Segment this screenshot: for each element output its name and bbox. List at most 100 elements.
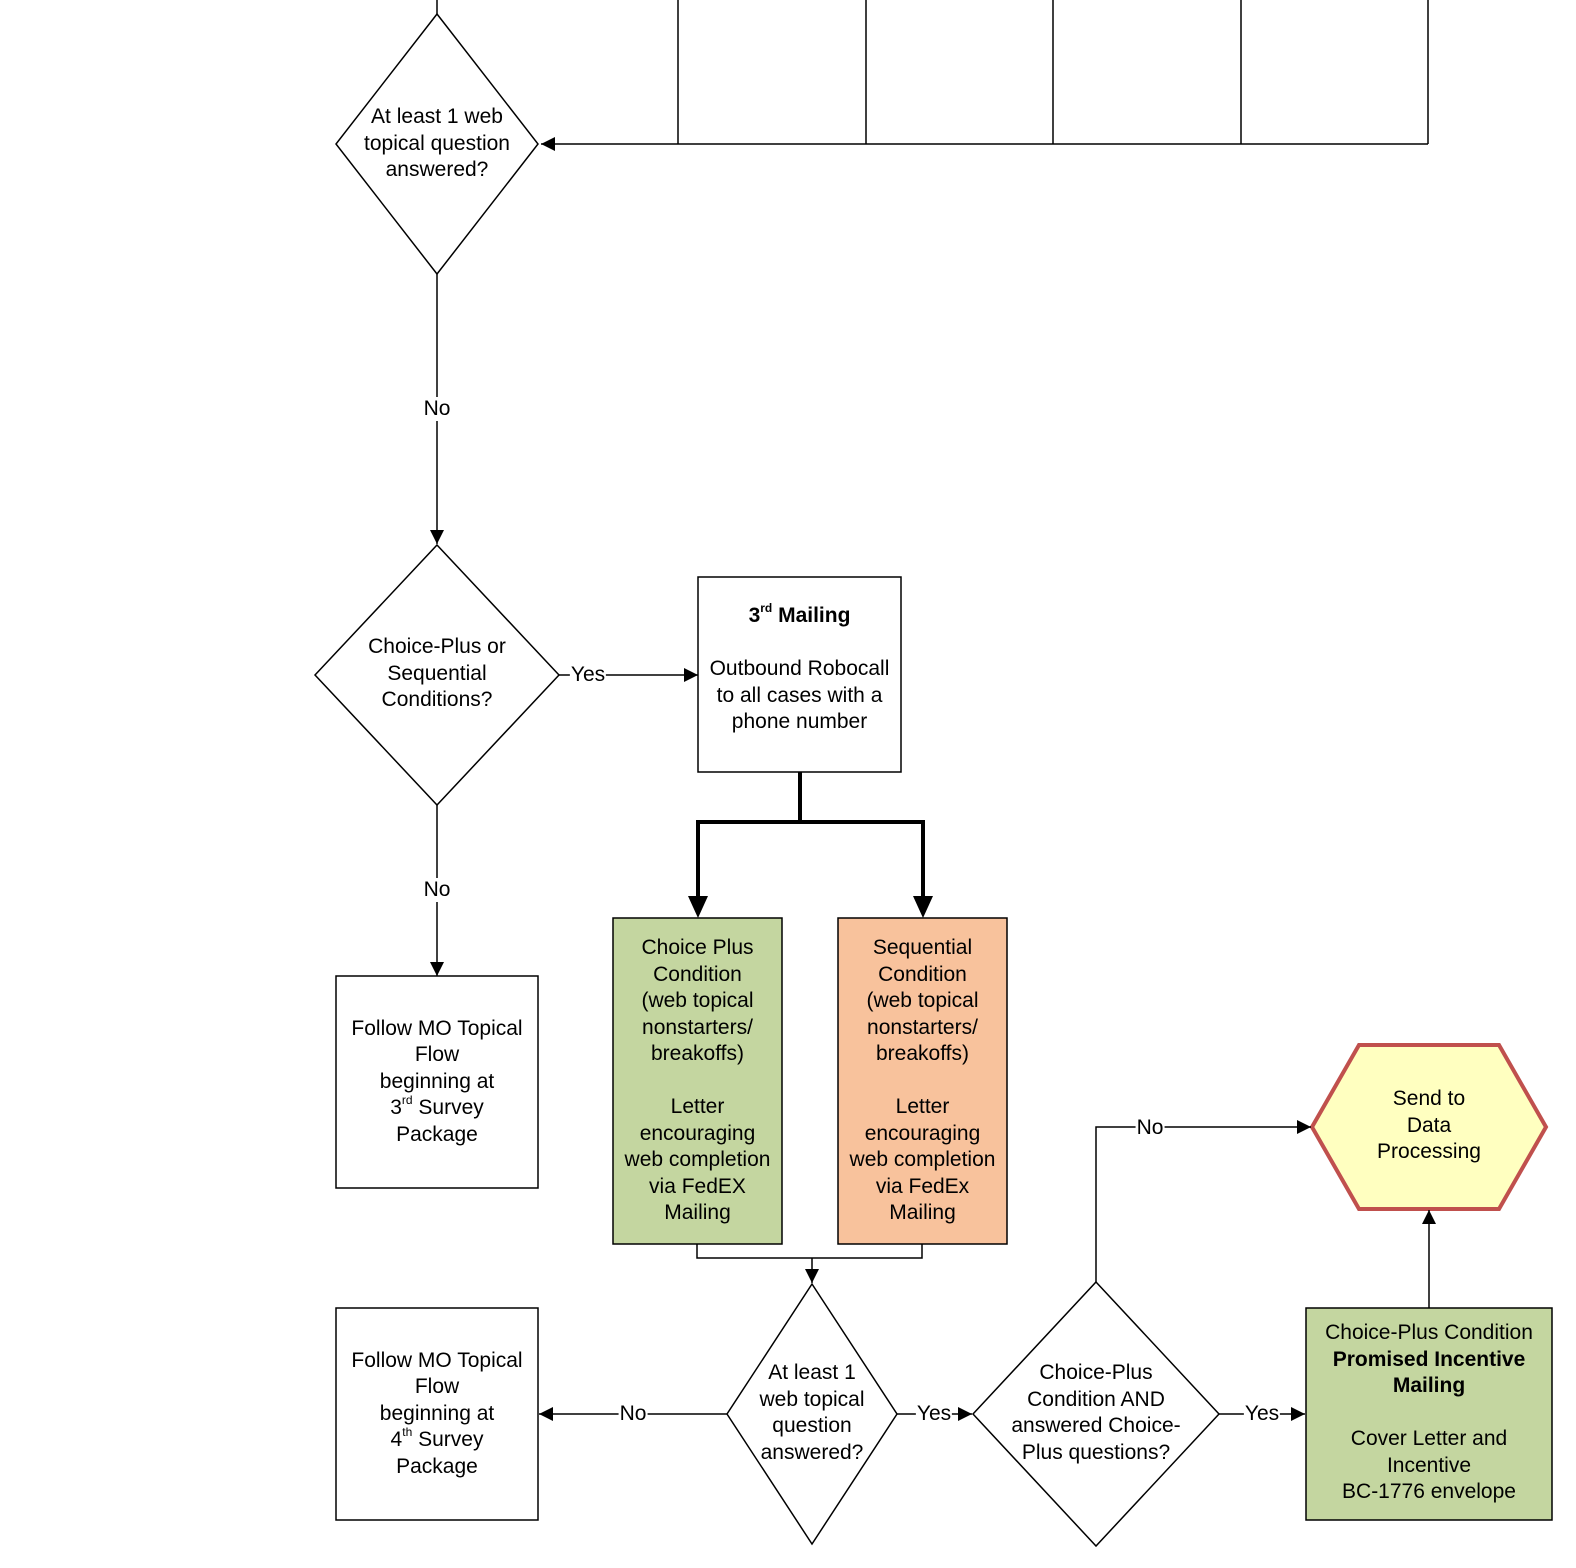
sequential-line-1: Sequential — [872, 936, 973, 960]
incentive-body-line-1: Cover Letter and — [1350, 1427, 1508, 1451]
follow-4th-line-5: Package — [396, 1454, 478, 1478]
decision-bottom-line-4: answered? — [760, 1440, 864, 1464]
connector-mailing3-fork — [696, 772, 802, 904]
decision-choice-plus-line-2: Condition AND — [1027, 1387, 1165, 1411]
decision-choice-plus-line-3: answered Choice- — [1011, 1414, 1181, 1437]
incentive-body-line-3: BC-1776 envelope — [1342, 1480, 1516, 1504]
choice-plus-box-shape — [612, 917, 783, 1245]
follow-4th-line-3: beginning at — [379, 1401, 495, 1425]
mailing3-body-line-2: to all cases with a — [716, 683, 883, 707]
decision-choice-plus-shape — [971, 1280, 1221, 1548]
choice-plus-line-8: web completion — [624, 1148, 771, 1172]
edge-label-no-bottom: No — [618, 1402, 648, 1426]
decision-condition-line-2: Sequential — [387, 661, 487, 685]
edge-label-no-top: No — [422, 397, 452, 421]
follow-3rd-line-4: 3rd Survey — [390, 1093, 484, 1122]
incentive-body-line-2: Incentive — [1386, 1453, 1472, 1477]
send-to-data-line-3: Processing — [1377, 1140, 1481, 1164]
send-to-data-line-2: Data — [1406, 1113, 1452, 1137]
sequential-line-9: via FedEx — [875, 1174, 970, 1198]
follow-3rd-ordinal-text: Survey — [412, 1096, 484, 1120]
fork-arrow-left — [688, 896, 708, 918]
decision-condition-label: Choice-Plus or Sequential Conditions? — [316, 634, 558, 714]
decision-top-line-3: answered? — [385, 158, 489, 182]
mailing3-title: 3rd Mailing — [748, 601, 851, 630]
follow-3rd-box — [335, 975, 539, 1189]
choice-plus-line-3: (web topical — [641, 989, 754, 1013]
mailing3-body-line-1: Outbound Robocall — [709, 657, 890, 680]
follow-3rd-ordinal-number: 3 — [390, 1096, 402, 1120]
follow-3rd-label: Follow MO Topical Flow beginning at 3rd … — [336, 1015, 538, 1149]
sequential-line-8: web completion — [849, 1148, 996, 1172]
choice-plus-line-5: breakoffs) — [651, 1042, 744, 1066]
mailing3-title-number: 3 — [748, 604, 761, 627]
follow-4th-box — [335, 1307, 539, 1521]
decision-bottom-shape — [726, 1282, 898, 1546]
decision-top-label: At least 1 web topical question answered… — [336, 104, 538, 184]
choice-plus-line-10: Mailing — [664, 1201, 731, 1225]
decision-top-line-1: At least 1 web — [371, 105, 503, 129]
edge-label-yes-bottom: Yes — [915, 1402, 953, 1426]
choice-plus-line-7: encouraging — [639, 1121, 756, 1145]
decision-condition-line-3: Conditions? — [381, 688, 493, 712]
sequential-line-10: Mailing — [889, 1201, 956, 1225]
follow-4th-line-4: 4th Survey — [390, 1425, 484, 1454]
decision-choice-plus-label: Choice-Plus Condition AND answered Choic… — [990, 1360, 1202, 1466]
mailing3-title-suffix: rd — [760, 601, 773, 615]
sequential-line-3: (web topical — [866, 989, 979, 1013]
top-grid-lines — [436, 0, 1429, 144]
follow-4th-ordinal-number: 4 — [390, 1428, 403, 1452]
choice-plus-line-9: via FedEX — [649, 1174, 746, 1198]
decision-bottom-label: At least 1 web topical question answered… — [737, 1360, 887, 1466]
sequential-box-label: Sequential Condition (web topical nonsta… — [838, 934, 1007, 1228]
fork-arrow-right — [913, 896, 933, 918]
edge-label-yes-choice-plus: Yes — [1243, 1402, 1281, 1426]
sequential-line-7: encouraging — [864, 1121, 981, 1145]
choice-plus-box-label: Choice Plus Condition (web topical nonst… — [613, 934, 782, 1228]
incentive-bold-line-2: Mailing — [1392, 1374, 1466, 1398]
sequential-box-shape — [837, 917, 1008, 1245]
edge-label-no-choice-plus: No — [1135, 1116, 1165, 1140]
decision-condition-line-1: Choice-Plus or — [368, 635, 506, 659]
choice-plus-line-4: nonstarters/ — [642, 1015, 753, 1039]
mailing3-label: 3rd Mailing Outbound Robocall to all cas… — [698, 601, 901, 741]
follow-3rd-line-5: Package — [396, 1122, 478, 1146]
send-to-data-label: Send to Data Processing — [1330, 1086, 1528, 1166]
connector-choice-plus-no — [1095, 1120, 1311, 1282]
mailing3-box — [697, 576, 902, 773]
decision-bottom-line-2: web topical — [759, 1387, 865, 1411]
follow-3rd-line-1: Follow MO Topical — [351, 1016, 523, 1040]
send-to-data-hexagon — [1309, 1043, 1549, 1211]
mailing3-title-text: Mailing — [772, 604, 851, 627]
connector-merge — [696, 1244, 923, 1259]
choice-plus-line-1: Choice Plus — [641, 936, 754, 960]
sequential-line-2: Condition — [878, 962, 967, 986]
sequential-line-6: Letter — [895, 1095, 950, 1119]
send-to-data-line-1: Send to — [1392, 1087, 1466, 1111]
decision-bottom-line-1: At least 1 — [768, 1361, 856, 1384]
follow-4th-line-2: Flow — [414, 1375, 460, 1399]
incentive-line-1: Choice-Plus Condition — [1325, 1321, 1533, 1345]
follow-4th-ordinal-suffix: th — [402, 1425, 413, 1440]
decision-bottom-line-3: question — [772, 1414, 852, 1437]
follow-4th-line-1: Follow MO Topical — [351, 1348, 523, 1372]
choice-plus-line-2: Condition — [653, 962, 742, 986]
incentive-box-shape — [1305, 1307, 1553, 1521]
connector-mailing3-fork-right — [800, 820, 925, 904]
follow-3rd-line-2: Flow — [414, 1043, 460, 1067]
follow-4th-ordinal-text: Survey — [412, 1428, 484, 1452]
sequential-line-5: breakoffs) — [876, 1042, 969, 1066]
edge-label-yes-condition: Yes — [569, 663, 607, 687]
decision-choice-plus-line-4: Plus questions? — [1021, 1440, 1171, 1464]
decision-top-line-2: topical question — [364, 131, 510, 155]
incentive-bold-line-1: Promised Incentive — [1332, 1347, 1526, 1371]
edge-label-no-condition: No — [422, 878, 452, 902]
incentive-label: Choice-Plus Condition Promised Incentive… — [1306, 1320, 1552, 1506]
follow-3rd-ordinal-suffix: rd — [401, 1093, 413, 1108]
sequential-line-4: nonstarters/ — [867, 1015, 978, 1039]
mailing3-body-line-3: phone number — [731, 710, 868, 733]
choice-plus-line-6: Letter — [670, 1095, 725, 1119]
follow-4th-label: Follow MO Topical Flow beginning at 4th … — [336, 1347, 538, 1481]
